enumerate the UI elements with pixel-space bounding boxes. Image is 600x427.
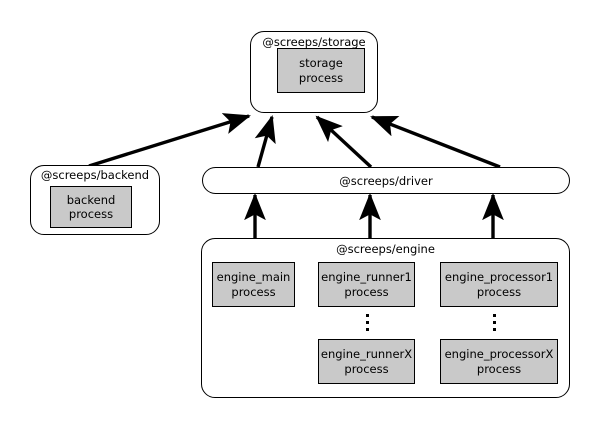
process-engine-runnerX-suffix: process	[344, 361, 389, 376]
process-engine-processor1-name: engine_processor1	[444, 270, 554, 285]
arrow-driver-to-storage-3	[370, 115, 501, 169]
arrow-backend-to-storage	[88, 113, 251, 168]
process-engine-processorX-suffix: process	[476, 361, 522, 376]
runner-ellipsis-icon	[366, 314, 369, 331]
process-engine-processor1[interactable]: engine_processor1 process	[440, 262, 558, 307]
process-engine-main-suffix: process	[231, 284, 276, 299]
process-engine-runnerX-name: engine_runnerX	[320, 347, 413, 362]
process-engine-main-name: engine_main	[216, 270, 291, 285]
process-backend-name: backend	[66, 192, 116, 207]
process-engine-runner1-suffix: process	[344, 284, 389, 299]
process-engine-runner1-name: engine_runner1	[321, 270, 412, 285]
package-storage-label: @screeps/storage	[262, 35, 366, 49]
processor-ellipsis-icon	[493, 314, 496, 331]
process-engine-processor1-suffix: process	[476, 284, 522, 299]
package-engine-label: @screeps/engine	[336, 242, 435, 256]
process-storage-suffix: process	[298, 70, 344, 85]
process-engine-processorX-name: engine_processorX	[444, 347, 554, 362]
process-engine-main[interactable]: engine_main process	[212, 262, 295, 307]
package-driver[interactable]: @screeps/driver	[202, 167, 570, 194]
process-backend-suffix: process	[68, 207, 114, 221]
process-engine-runner1[interactable]: engine_runner1 process	[318, 262, 415, 307]
arrow-driver-to-storage-2	[315, 115, 373, 169]
process-engine-runnerX[interactable]: engine_runnerX process	[318, 339, 415, 384]
package-driver-label: @screeps/driver	[339, 173, 433, 188]
process-backend[interactable]: backend process	[50, 186, 132, 228]
process-engine-processorX[interactable]: engine_processorX process	[440, 339, 558, 384]
process-storage[interactable]: storage process	[277, 48, 365, 93]
package-backend-label: @screeps/backend	[40, 168, 150, 182]
process-storage-name: storage	[299, 56, 343, 71]
arrow-driver-to-storage-1	[254, 115, 276, 168]
